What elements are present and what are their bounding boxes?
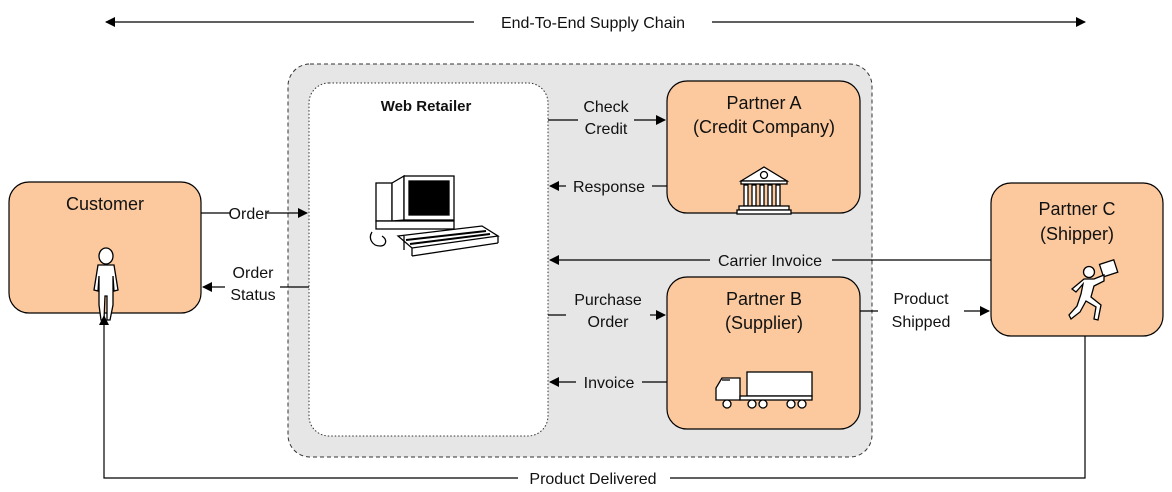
web-retailer-title: Web Retailer: [381, 98, 472, 115]
check-credit-flow: Check Credit: [548, 99, 666, 138]
bank-icon: [736, 166, 792, 215]
product-shipped-label-line1: Product: [893, 291, 949, 308]
partner-b-title-line1: Partner B: [726, 289, 802, 309]
product-shipped-flow: Product Shipped: [860, 291, 990, 331]
product-delivered-flow: Product Delivered: [99, 315, 1086, 488]
partner-c-title-line2: (Shipper): [1040, 224, 1114, 244]
order-status-flow: Order Status: [202, 265, 309, 304]
purchase-order-label-line2: Order: [588, 314, 630, 331]
order-status-label-line2: Status: [230, 287, 275, 304]
check-credit-label-line1: Check: [583, 99, 629, 116]
partner-b-title-line2: (Supplier): [725, 313, 803, 333]
end-to-end-span: End-To-End Supply Chain: [105, 15, 1086, 32]
order-label: Order: [229, 206, 271, 223]
customer-title: Customer: [66, 194, 144, 214]
end-to-end-label: End-To-End Supply Chain: [501, 15, 685, 32]
partner-a-title-line2: (Credit Company): [693, 117, 835, 137]
order-status-label-line1: Order: [233, 265, 275, 282]
purchase-order-flow: Purchase Order: [548, 292, 666, 331]
invoice-label: Invoice: [584, 375, 635, 392]
response-flow: Response: [549, 179, 667, 196]
carrier-invoice-flow: Carrier Invoice: [549, 253, 991, 270]
partner-a-title-line1: Partner A: [726, 93, 801, 113]
computer-icon: [369, 174, 500, 257]
web-retailer-box[interactable]: [308, 82, 549, 437]
response-label: Response: [573, 179, 645, 196]
product-shipped-label-line2: Shipped: [892, 314, 951, 331]
truck-icon: [715, 371, 813, 409]
carrier-invoice-label: Carrier Invoice: [718, 253, 822, 270]
invoice-flow: Invoice: [549, 375, 667, 392]
purchase-order-label-line1: Purchase: [574, 292, 642, 309]
partner-c-title-line1: Partner C: [1038, 199, 1115, 219]
order-flow: Order: [201, 206, 308, 223]
product-delivered-label: Product Delivered: [529, 471, 656, 487]
runner-icon: [1068, 259, 1119, 321]
person-icon: [93, 247, 119, 321]
check-credit-label-line2: Credit: [585, 121, 628, 138]
